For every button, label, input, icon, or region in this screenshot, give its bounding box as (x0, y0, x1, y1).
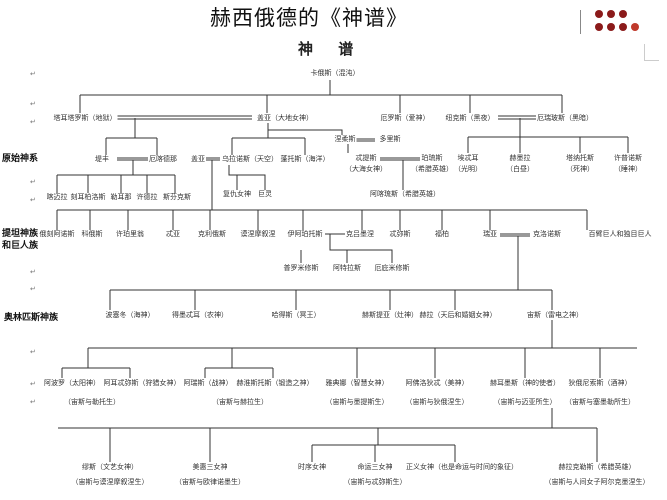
node-epimetheus: 厄庇米修斯 (373, 264, 411, 273)
node-thanatos: 塔纳托斯 (565, 154, 595, 163)
node-doris: 多里斯 (378, 135, 402, 144)
node-dionysus: 狄俄尼索斯（酒神） (567, 379, 633, 388)
node-titan: 谟涅摩叙涅 (239, 230, 277, 239)
node-gaia: 盖亚（大地女神） (256, 114, 314, 123)
parents-note: （宙斯与勒托生） (63, 398, 121, 407)
node-monster: 许德拉 (135, 193, 159, 202)
return-mark: ↵ (30, 70, 36, 78)
node-heracles: 赫拉克勒斯（希腊英雄） (557, 463, 637, 472)
node-titan: 克吕墨涅 (345, 230, 375, 239)
node-olympian: 哈得斯（冥王） (270, 311, 322, 320)
node-gaia-2: 盖亚 (190, 155, 206, 164)
node-olympian: 赫拉（天后和婚姻女神） (418, 311, 498, 320)
node-graces: 美惠三女神 (191, 463, 229, 472)
parents-note: （宙斯与墨提斯生） (324, 398, 390, 407)
node-echidna: 厄喀德那 (148, 155, 178, 164)
section-titans: 提坦神族和巨人族 (2, 229, 39, 251)
node-titan: 克洛诺斯 (532, 230, 562, 239)
node-titan: 忒亚 (165, 230, 181, 239)
parents-note: （宙斯与赫拉生） (211, 398, 269, 407)
node-monster: 斯芬克斯 (162, 193, 192, 202)
return-mark: ↵ (30, 178, 36, 186)
parents-note: （宙斯与欧律诺墨生） (174, 478, 246, 487)
node-aether-title: （光明） (453, 165, 483, 174)
node-uranus: 乌拉诺斯（天空） (221, 155, 279, 164)
node-monster: 喀迈拉 (45, 193, 69, 202)
parents-note: （宙斯与塞墨勒所生） (564, 398, 636, 407)
return-mark: ↵ (30, 285, 36, 293)
node-muses: 缪斯（文艺女神） (81, 463, 139, 472)
parents-note: （宙斯与人间女子阿尔克墨涅生） (543, 478, 651, 487)
return-mark: ↵ (30, 348, 36, 356)
node-tartarus: 塔耳塔罗斯（地狱） (52, 114, 118, 123)
node-ares: 阿瑞斯（战神） (182, 379, 234, 388)
corner-mark (644, 44, 659, 61)
node-titan: 许珀里翁 (115, 230, 145, 239)
node-thanatos-title: （死神） (565, 165, 595, 174)
return-mark: ↵ (30, 380, 36, 388)
node-thetis-title: （大海女神） (344, 165, 388, 174)
node-thetis: 忒提斯 (354, 154, 378, 163)
node-hypnos-title: （睡神） (613, 165, 643, 174)
node-titan: 瑞亚 (482, 230, 498, 239)
node-erebus: 厄瑞玻斯（黑暗） (536, 114, 594, 123)
return-mark: ↵ (30, 398, 36, 406)
section-primordial: 原始神系 (2, 154, 39, 164)
slide-title: 赫西俄德的《神谱》 (210, 6, 408, 30)
node-hemera-title: （白昼） (505, 165, 535, 174)
node-typhon: 堤丰 (94, 155, 110, 164)
node-monster: 勒耳那 (109, 193, 133, 202)
node-eros: 厄罗斯（爱神） (379, 114, 431, 123)
parents-note: （宙斯与忒弥斯生） (342, 478, 408, 487)
node-titan: 科俄斯 (80, 230, 104, 239)
node-titan: 福柏 (434, 230, 450, 239)
node-aether: 埃忒耳 (456, 154, 480, 163)
return-mark: ↵ (30, 196, 36, 204)
node-titan: 克利俄斯 (197, 230, 227, 239)
node-hypnos: 许普诺斯 (613, 154, 643, 163)
node-dike: 正义女神（也是命运与时间的象征） (405, 463, 519, 472)
node-chaos: 卡俄斯（混沌） (309, 69, 361, 78)
node-achilles: 阿喀琉斯（希腊英雄） (369, 190, 441, 199)
node-olympian: 赫斯提亚（灶神） (361, 311, 419, 320)
node-giants: 巨灵 (257, 190, 273, 199)
parents-note: （宙斯与谟涅摩叙涅生） (70, 478, 150, 487)
node-apollo: 阿波罗（太阳神） (43, 379, 101, 388)
node-athena: 雅典娜（智慧女神） (324, 379, 390, 388)
parents-note: （宙斯与迈亚所生） (492, 398, 558, 407)
node-artemis: 阿耳忒弥斯（狩猎女神） (102, 379, 182, 388)
return-mark: ↵ (30, 268, 36, 276)
node-nyx: 纽克斯（黑夜） (444, 114, 496, 123)
node-moirai: 命运三女神 (356, 463, 394, 472)
node-prometheus: 普罗米修斯 (282, 264, 320, 273)
node-titan: 俄刻阿诺斯 (38, 230, 76, 239)
return-mark: ↵ (30, 118, 36, 126)
section-olympians: 奥林匹斯神族 (4, 313, 59, 323)
node-hemera: 赫墨拉 (508, 154, 532, 163)
parents-note: （宙斯与狄俄涅生） (404, 398, 470, 407)
node-peleus: 珀琉斯 (420, 154, 444, 163)
node-zeus: 宙斯（雷电之神） (526, 311, 584, 320)
node-pontus: 蓬托斯（海洋） (279, 155, 331, 164)
node-atlas: 阿特拉斯 (332, 264, 362, 273)
node-titan: 伊阿珀托斯 (286, 230, 324, 239)
node-nereus: 涅柔斯 (333, 135, 357, 144)
node-olympian: 得墨忒耳（农神） (171, 311, 229, 320)
node-titan: 忒弥斯 (388, 230, 412, 239)
node-peleus-title: （希腊英雄） (410, 165, 454, 174)
return-mark: ↵ (30, 100, 36, 108)
node-monster: 刻耳柏洛斯 (69, 193, 107, 202)
node-aphrodite: 阿佛洛狄忒（美神） (404, 379, 470, 388)
node-horae: 时序女神 (297, 463, 327, 472)
node-titan: 百臂巨人和独目巨人 (587, 230, 653, 239)
node-erinyes: 复仇女神 (222, 190, 252, 199)
diagram-title: 神 谱 (298, 40, 364, 58)
node-olympian: 波塞冬（海神） (104, 311, 156, 320)
node-hermes: 赫耳墨斯（神的使者） (489, 379, 561, 388)
node-hephaestus: 赫淮斯托斯（锻造之神） (235, 379, 315, 388)
